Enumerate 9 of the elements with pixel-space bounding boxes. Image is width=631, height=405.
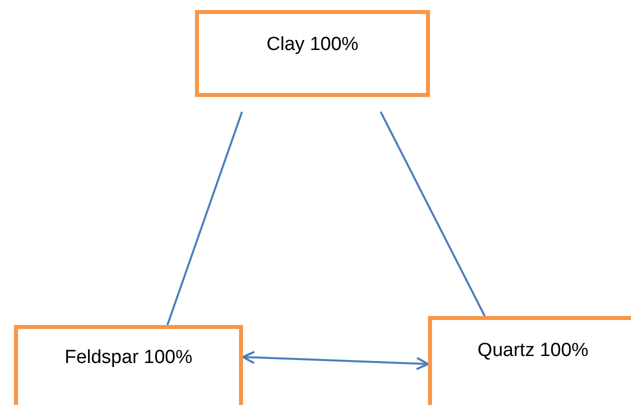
connector-line — [380, 111, 486, 316]
double-arrow — [242, 350, 430, 370]
material-label: Feldspar 100% — [64, 347, 192, 369]
material-box — [195, 10, 430, 97]
material-box — [428, 316, 631, 405]
material-label: Quartz 100% — [478, 340, 588, 362]
material-label: Clay 100% — [266, 34, 358, 56]
material-box — [14, 325, 243, 405]
connector-line — [166, 111, 243, 326]
